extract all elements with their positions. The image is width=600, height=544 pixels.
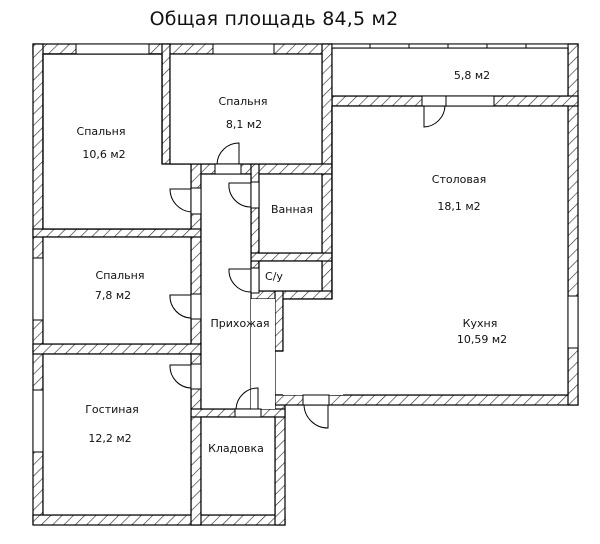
floor-bedroom-3 <box>42 236 192 345</box>
floor-hallway <box>200 173 252 410</box>
window-balcony <box>331 43 569 49</box>
window-living <box>32 389 44 453</box>
label-dining-name: Столовая <box>432 173 486 186</box>
wall-bottom <box>32 514 286 526</box>
door-toilet[interactable] <box>228 267 260 294</box>
door-bedroom-3[interactable] <box>169 293 202 320</box>
wall-stub <box>274 290 284 352</box>
floor-dining-kitchen <box>331 105 569 396</box>
window-kitchen <box>567 295 579 349</box>
wall-bath-wc <box>250 252 333 262</box>
label-dining-area: 18,1 м2 <box>437 200 480 213</box>
label-living-area: 12,2 м2 <box>88 432 131 445</box>
label-bedroom-3-area: 7,8 м2 <box>95 289 131 302</box>
label-living-name: Гостиная <box>85 403 139 416</box>
door-balcony[interactable] <box>421 95 447 128</box>
door-bedroom-1[interactable] <box>169 187 202 215</box>
total-area-title: Общая площадь 84,5 м2 <box>149 8 399 30</box>
door-bathroom[interactable] <box>228 181 260 209</box>
label-bedroom-1-name: Спальня <box>77 125 126 138</box>
window-bedroom-2 <box>212 43 275 55</box>
door-bedroom-2[interactable] <box>214 142 242 175</box>
floor-bathroom <box>258 173 323 254</box>
window-bedroom-1 <box>75 43 150 55</box>
label-toilet-name: С/у <box>265 270 283 283</box>
doors <box>169 95 447 429</box>
label-kitchen-area: 10,59 м2 <box>457 333 507 346</box>
label-bedroom-3-name: Спальня <box>96 269 145 282</box>
label-balcony-area: 5,8 м2 <box>454 69 490 82</box>
room-labels: Спальня 10,6 м2 Спальня 8,1 м2 5,8 м2 Ст… <box>77 69 508 455</box>
door-entrance[interactable] <box>302 394 330 429</box>
wall-wc-bottom <box>250 290 333 300</box>
floor-balcony <box>331 47 569 97</box>
floor-hallway-ext <box>251 299 275 409</box>
floor-toilet <box>258 260 323 292</box>
opening-dining <box>445 95 495 107</box>
room-floors <box>42 47 569 516</box>
label-storage-name: Кладовка <box>208 442 264 455</box>
label-bedroom-2-name: Спальня <box>219 95 268 108</box>
floor-dining-ext <box>283 299 343 395</box>
label-kitchen-name: Кухня <box>463 317 498 330</box>
floor-storage <box>200 416 276 516</box>
label-bedroom-1-area: 10,6 м2 <box>82 148 125 161</box>
door-storage[interactable] <box>234 387 262 418</box>
label-hallway-name: Прихожая <box>211 317 270 330</box>
wall-bed1-bed2 <box>161 43 171 167</box>
window-bedroom-3 <box>32 257 44 321</box>
floor-bedroom-1-ext <box>43 164 191 229</box>
wall-bed3-bottom <box>32 343 202 355</box>
label-bedroom-2-area: 8,1 м2 <box>226 118 262 131</box>
label-bathroom-name: Ванная <box>271 203 313 216</box>
floor-bedroom-2 <box>169 53 323 165</box>
floor-living <box>42 353 192 516</box>
windows <box>32 43 579 453</box>
wall-bed1-bottom <box>32 228 202 238</box>
door-living[interactable] <box>169 363 202 390</box>
